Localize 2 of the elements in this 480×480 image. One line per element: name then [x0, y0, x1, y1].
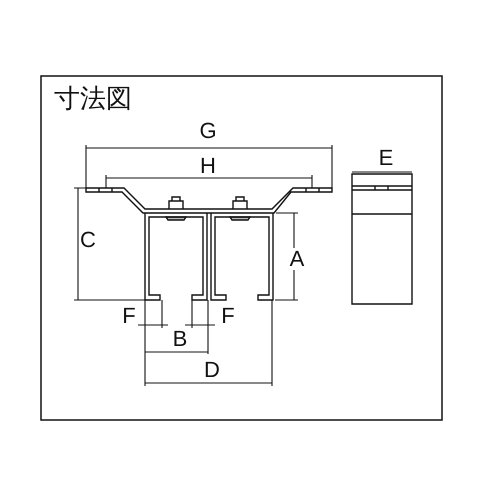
title: 寸法図: [54, 84, 132, 114]
dimension-label: A: [290, 248, 304, 270]
